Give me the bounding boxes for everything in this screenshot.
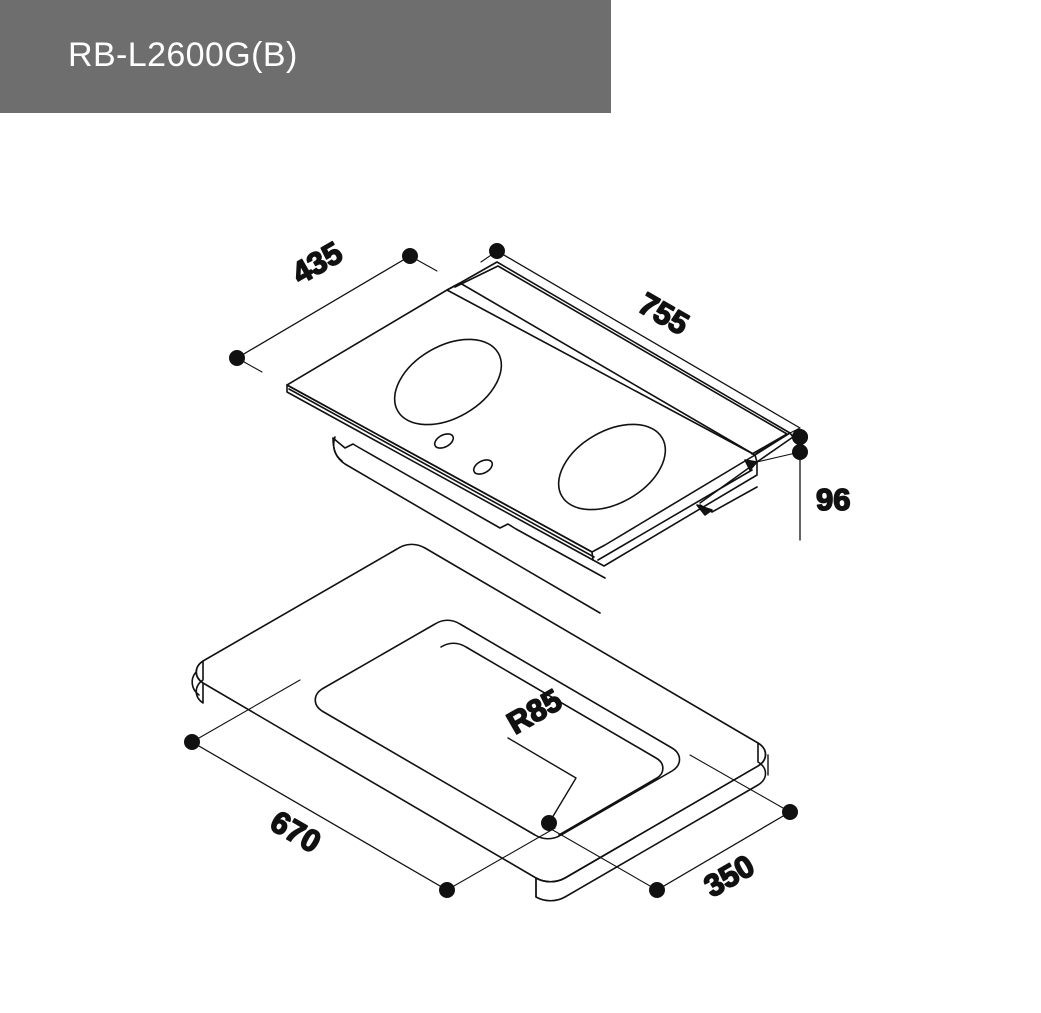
title-banner: RB-L2600G(B) [0, 0, 611, 113]
countertop-left-thickness [195, 660, 204, 704]
cutout-opening-inner [440, 642, 664, 836]
dim-96-ext [756, 451, 801, 463]
dim-350-ext-b [689, 754, 791, 813]
dim-670-ext-b [446, 827, 556, 891]
cooktop-body-front [332, 437, 606, 579]
cooktop-rear-ledge-inner [454, 265, 788, 455]
cooktop-corner-arrow [699, 461, 758, 504]
page-title: RB-L2600G(B) [68, 36, 298, 74]
dim-label-755: 755 [633, 286, 695, 342]
dim-670-marker-start [184, 734, 200, 750]
dim-350-marker-end [782, 804, 798, 820]
control-hole-lower [472, 459, 494, 475]
dim-label-670: 670 [265, 804, 327, 860]
dim-350-ext-a [550, 828, 658, 891]
dim-label-96: 96 [816, 482, 850, 517]
cooktop-view: 435 755 96 [229, 234, 851, 614]
cooktop-front-right-edge-inner [597, 469, 753, 561]
dim-label-435: 435 [286, 235, 348, 291]
dim-435-marker-end [402, 248, 418, 264]
dim-350-line [656, 811, 791, 891]
cooktop-corner-arrow-2 [696, 504, 713, 516]
dim-755-marker-start [489, 243, 505, 259]
cutout-opening-outer [314, 619, 681, 840]
burner-opening-right [557, 423, 667, 511]
dim-670-ext-a [191, 679, 301, 743]
dim-435-marker-start [229, 350, 245, 366]
cooktop-front-right-edge [592, 461, 758, 567]
cooktop-body-front-skirt [332, 437, 601, 614]
dim-755-line [496, 250, 801, 429]
dim-350-marker-start [649, 882, 665, 898]
r85-leader-line [507, 737, 577, 824]
dim-96-marker-top [792, 429, 808, 445]
cutout-view: 670 350 R85 [184, 543, 798, 905]
cooktop-corner-arrowhead [744, 459, 758, 471]
cooktop-left-thickness-line [288, 388, 595, 558]
dim-435-line [236, 255, 411, 359]
dim-670-line [191, 741, 448, 891]
countertop-left-thickness-curve [191, 671, 200, 696]
dim-670-marker-end [439, 882, 455, 898]
dim-label-350: 350 [698, 848, 760, 904]
control-hole-upper [433, 433, 455, 449]
r85-leader-marker [541, 815, 557, 831]
dim-755-ext-b [789, 427, 801, 434]
cooktop-body-corner-left [332, 436, 343, 462]
dim-label-r85: R85 [501, 682, 568, 741]
burner-opening-left [393, 338, 503, 426]
